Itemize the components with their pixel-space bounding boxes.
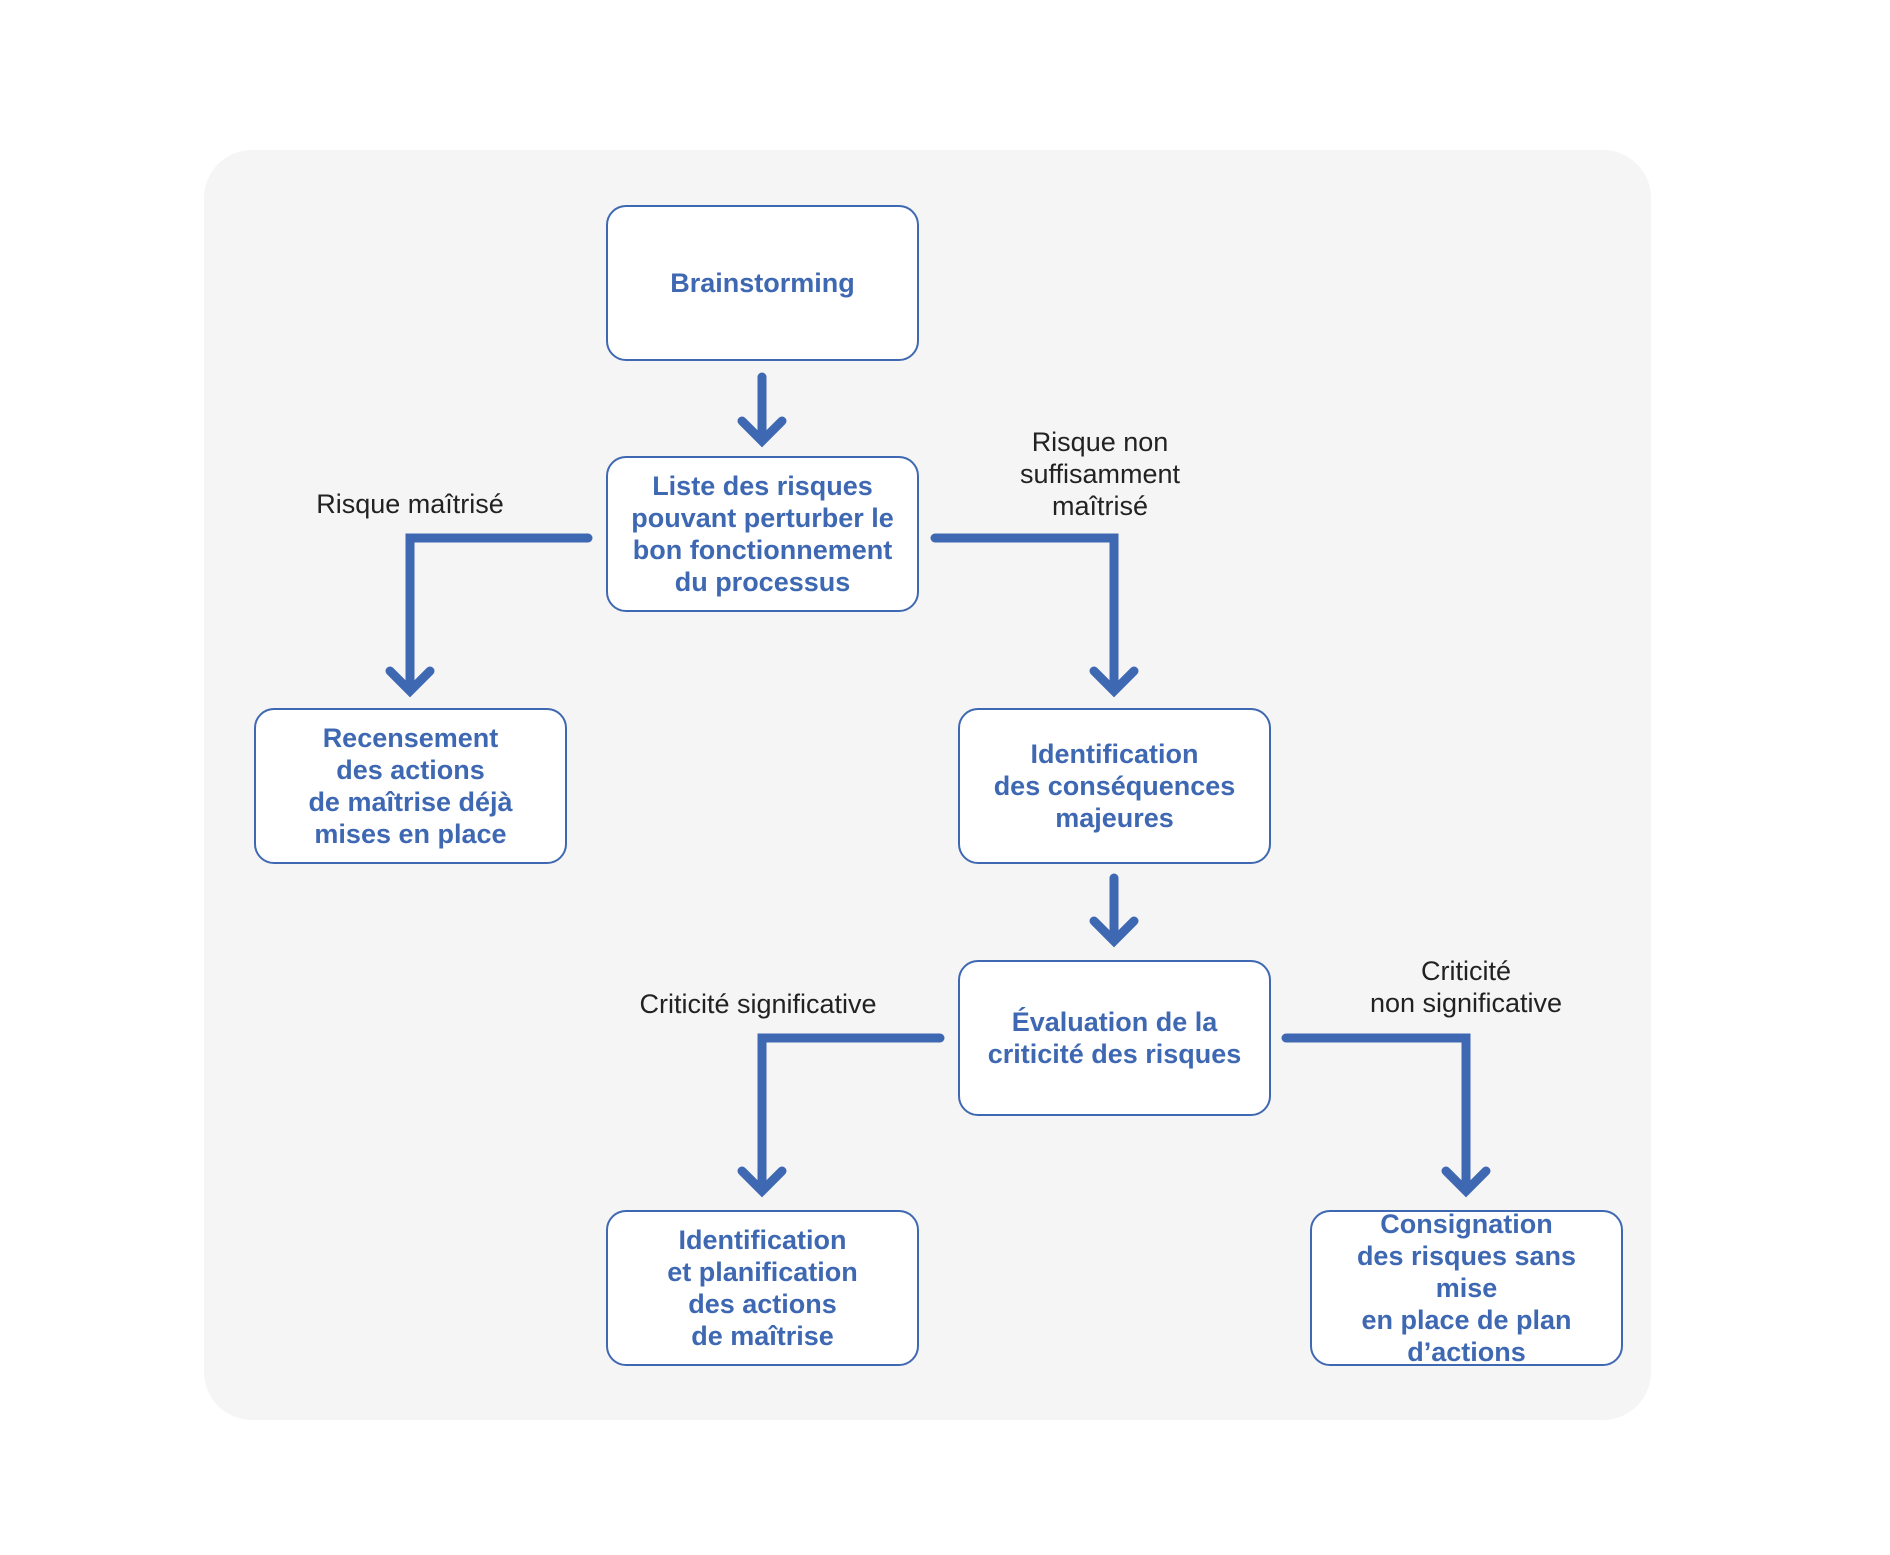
label-not-significant: Criticité non significative [1369,956,1563,1018]
arrowhead-risk-list-to-inventory [385,666,435,698]
node-identify-consequences: Identification des conséquences majeures [958,708,1271,864]
node-brainstorming: Brainstorming [606,205,919,361]
label-significant: Criticité significative [639,989,877,1019]
arrowhead-brainstorming-to-risk-list [737,416,787,448]
node-inventory-actions: Recensement des actions de maîtrise déjà… [254,708,567,864]
node-evaluate-criticity: Évaluation de la criticité des risques [958,960,1271,1116]
label-risk-controlled: Risque maîtrisé [316,489,504,519]
arrow-evaluation-to-record [1281,1033,1471,1193]
arrow-risk-list-to-consequences [930,533,1119,693]
arrow-risk-list-to-inventory [405,533,593,693]
arrowhead-consequences-to-evaluation [1089,916,1139,948]
node-risk-list: Liste des risques pouvant perturber le b… [606,456,919,612]
node-record-risks: Consignation des risques sans mise en pl… [1310,1209,1623,1367]
arrowhead-evaluation-to-plan [737,1166,787,1198]
arrowhead-risk-list-to-consequences [1089,666,1139,698]
arrowhead-evaluation-to-record [1441,1166,1491,1198]
arrow-evaluation-to-plan [757,1033,945,1193]
label-risk-not-controlled: Risque non suffisamment maîtrisé [1019,427,1181,521]
node-plan-actions: Identification et planification des acti… [606,1210,919,1366]
